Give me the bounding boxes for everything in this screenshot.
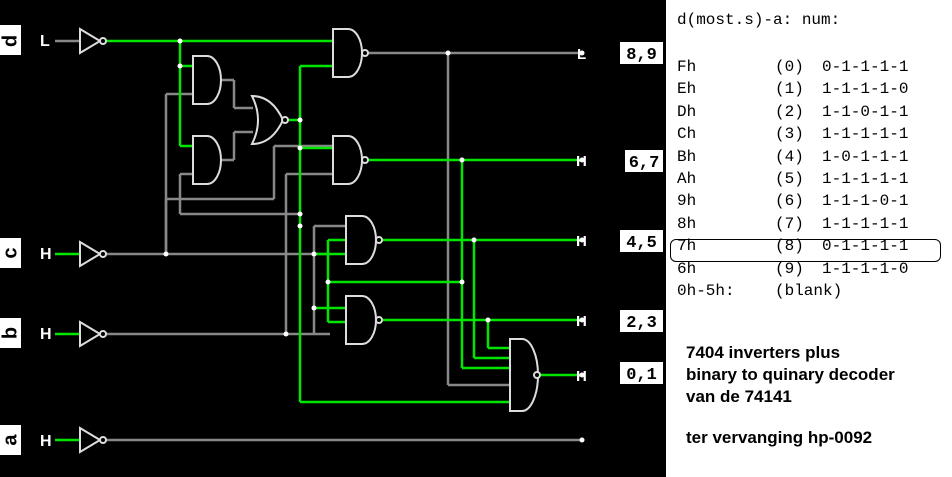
input-d-box <box>0 25 21 55</box>
input-b-name: b <box>0 327 22 339</box>
caption-line-1: 7404 inverters plus <box>686 343 841 362</box>
table-row-highlighted: 7h(8)0-1-1-1-1 <box>677 237 909 256</box>
inverters <box>79 27 107 454</box>
caption-line-3: van de 74141 <box>686 387 792 406</box>
input-a-state: H <box>40 433 52 450</box>
output-67-digits: 6,7 <box>629 154 660 173</box>
input-a-box <box>0 425 21 455</box>
output-45-state: H <box>576 233 587 250</box>
truth-table: d(most.s)-a: num: Fh(0)0-1-1-1-1 Eh(1)1-… <box>677 10 947 302</box>
input-b-state: H <box>40 326 52 343</box>
input-d-name: d <box>0 35 22 47</box>
output-01-state: H <box>576 368 587 385</box>
table-row: Dh(2)1-1-0-1-1 <box>677 102 909 121</box>
input-d-state: L <box>40 33 50 50</box>
input-a-name: a <box>0 434 22 446</box>
nand-gate-67-icon <box>332 135 363 185</box>
caption-note: ter vervanging hp-0092 <box>686 428 873 447</box>
logic-gates <box>192 28 541 412</box>
output-23-state: H <box>576 313 587 330</box>
and-gate-2-icon <box>192 135 222 185</box>
output-67-state: H <box>576 153 587 170</box>
output-89-state: L <box>577 46 586 63</box>
table-row: 8h(7)1-1-1-1-1 <box>677 214 909 233</box>
input-c-state: H <box>40 246 52 263</box>
output-89-digits: 8,9 <box>626 46 657 65</box>
output-45-digits: 4,5 <box>626 234 657 253</box>
and-gate-45-icon <box>345 215 377 265</box>
table-row: 0h-5h:(blank) <box>677 281 843 300</box>
nand-gate-89-icon <box>332 28 363 78</box>
output-01-digits: 0,1 <box>626 366 657 385</box>
table-row: Ch(3)1-1-1-1-1 <box>677 125 909 144</box>
inverter-c-icon <box>79 240 102 268</box>
table-row: Fh(0)0-1-1-1-1 <box>677 58 909 76</box>
caption: 7404 inverters plus binary to quinary de… <box>686 342 895 408</box>
table-row: Bh(4)1-0-1-1-1 <box>677 147 909 166</box>
truth-table-header: d(most.s)-a: num: <box>677 11 841 29</box>
inverter-a-icon <box>79 426 102 454</box>
table-row: 9h(6)1-1-1-0-1 <box>677 192 909 211</box>
inverter-b-icon <box>79 320 102 348</box>
circuit-schematic: d c b a L H H H <box>0 0 666 477</box>
output-23-digits: 2,3 <box>626 314 657 333</box>
table-row: 6h(9)1-1-1-1-0 <box>677 259 909 278</box>
caption-line-2: binary to quinary decoder <box>686 365 895 384</box>
junction-dots <box>163 38 585 443</box>
inverter-d-icon <box>79 27 102 55</box>
table-row: Eh(1)1-1-1-1-0 <box>677 80 909 99</box>
nor-gate-icon <box>250 94 285 146</box>
inactive-wires <box>106 51 582 442</box>
input-c-box <box>0 238 21 268</box>
input-b-box <box>0 318 21 348</box>
input-c-name: c <box>0 247 22 258</box>
and-gate-23-icon <box>345 295 377 345</box>
table-row: Ah(5)1-1-1-1-1 <box>677 169 909 188</box>
and-gate-1-icon <box>192 55 222 105</box>
highlight-frame <box>670 239 941 262</box>
